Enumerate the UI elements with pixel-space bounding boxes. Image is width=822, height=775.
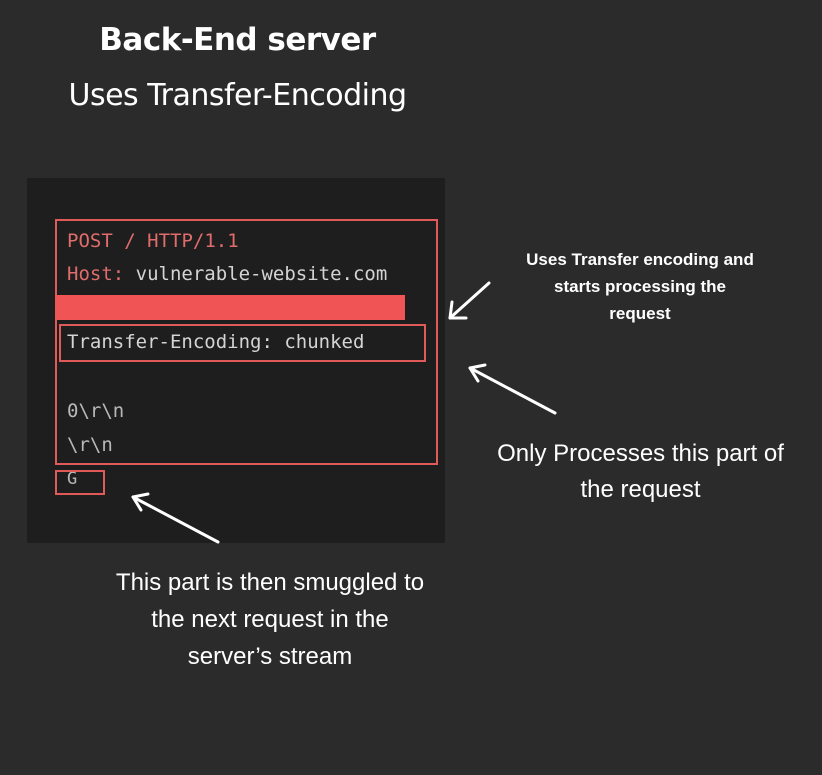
- transfer-encoding-value: chunked: [284, 331, 365, 353]
- note-line: request: [609, 304, 671, 323]
- note-line: server’s stream: [187, 643, 353, 670]
- note-line: starts processing the: [554, 277, 726, 296]
- smuggled-part-note: This part is then smuggled to the next r…: [70, 564, 470, 675]
- transfer-encoding-outline: [59, 324, 426, 362]
- title-line-2: Uses Transfer-Encoding: [68, 78, 408, 113]
- transfer-encoding-line: Transfer-Encoding: chunked: [67, 331, 364, 353]
- request-path: /: [124, 230, 136, 252]
- note-line: the request: [580, 476, 701, 503]
- note-line: the next request in the: [151, 606, 389, 633]
- final-crlf-line: \r\n: [67, 434, 113, 456]
- processed-part-note: Only Processes this part of the request: [468, 436, 813, 508]
- arrow-to-transfer-encoding-icon: [448, 281, 491, 320]
- arrow-to-processed-part-icon: [468, 363, 557, 415]
- note-line: This part is then smuggled to: [115, 569, 425, 596]
- processed-request-outline: [55, 219, 438, 465]
- request-line: POST / HTTP/1.1: [67, 230, 239, 252]
- note-line: Uses Transfer encoding and: [526, 250, 754, 269]
- http-method: POST: [67, 230, 113, 252]
- transfer-encoding-key: Transfer-Encoding:: [67, 331, 273, 353]
- http-protocol: HTTP/1.1: [147, 230, 239, 252]
- title-line-1: Back-End server: [99, 22, 376, 58]
- transfer-encoding-note: Uses Transfer encoding and starts proces…: [495, 246, 785, 327]
- host-header-value: vulnerable-website.com: [135, 263, 388, 285]
- host-header-line: Host: vulnerable-website.com: [67, 263, 387, 285]
- smuggled-prefix: G: [67, 469, 78, 489]
- chunk-terminator-line: 0\r\n: [67, 400, 125, 422]
- host-header-key: Host:: [67, 263, 125, 285]
- note-line: Only Processes this part of: [497, 440, 784, 467]
- redacted-header-bar: [56, 295, 405, 320]
- smuggled-outline: [55, 470, 105, 495]
